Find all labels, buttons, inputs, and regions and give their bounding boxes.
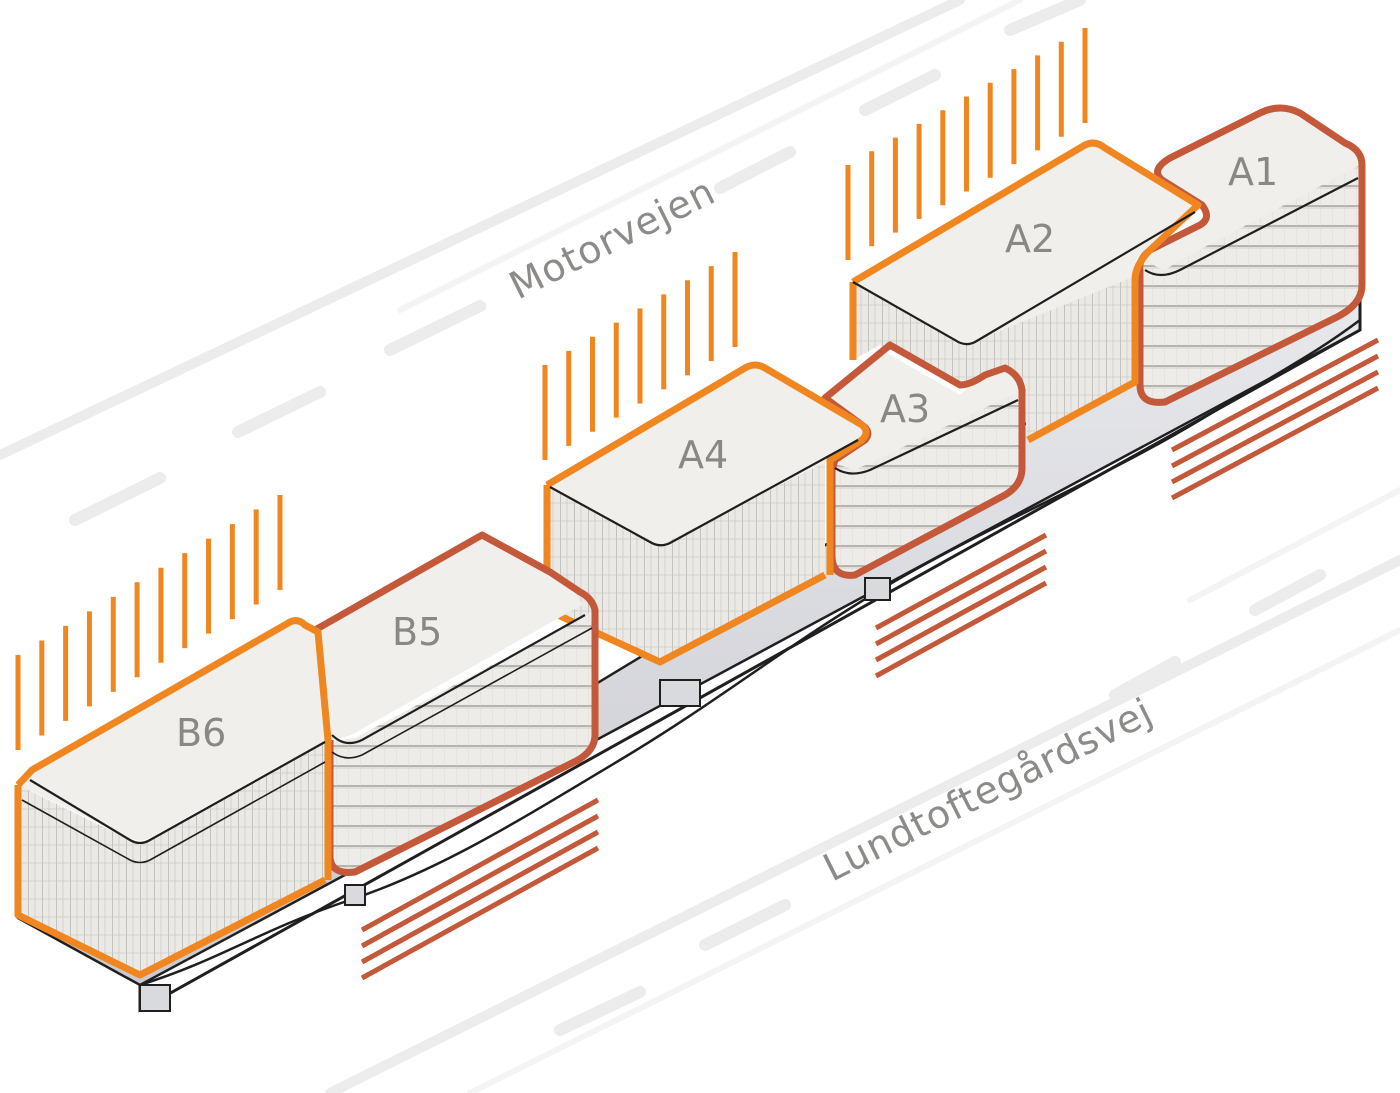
- A4-roof-edge: [549, 439, 859, 547]
- B6-roof-edge-2: [21, 761, 326, 864]
- A1-side-facade: [1140, 155, 1362, 403]
- building-B6[interactable]: B6: [14, 617, 332, 979]
- A3-side-facade: [832, 390, 1022, 576]
- road-edge-north-2: [397, 0, 1023, 313]
- road-dash: [1109, 656, 1181, 701]
- road-dash: [699, 899, 791, 951]
- road-dash: [384, 300, 486, 356]
- A3-roof-edge: [834, 399, 1019, 475]
- A1-label: A1: [1228, 150, 1278, 194]
- B6-roof: [18, 620, 325, 841]
- road-dash: [554, 986, 646, 1036]
- south-frontage-lines: [360, 337, 1380, 981]
- south-frontage-line: [360, 829, 600, 965]
- B5-roof-edge-2: [331, 627, 593, 759]
- road-dash: [69, 472, 166, 526]
- road-label-lundtoftegardsvej: Lundtoftegårdsvej: [816, 689, 1159, 890]
- south-frontage-line: [1170, 353, 1380, 469]
- A4-label: A4: [678, 433, 728, 477]
- B6-roof-edge: [29, 741, 326, 845]
- A2-label: A2: [1005, 217, 1055, 261]
- building-A1[interactable]: A1: [1136, 104, 1366, 406]
- A1-roof-edge: [1144, 177, 1359, 277]
- south-frontage-line: [1170, 385, 1380, 501]
- A2-roof: [853, 143, 1200, 345]
- building-B5[interactable]: B5: [311, 531, 599, 876]
- podium-column: [864, 577, 891, 601]
- A3-label: A3: [880, 387, 930, 431]
- south-frontage-line: [360, 797, 600, 933]
- B5-outline: [311, 531, 599, 876]
- A4-outline: [543, 361, 870, 666]
- A2-outline: [849, 139, 1202, 444]
- A4-roof: [547, 365, 866, 545]
- south-frontage-line: [360, 813, 600, 949]
- A1-roof: [1147, 110, 1362, 270]
- north-frontage-hatching: [15, 28, 1088, 750]
- south-frontage-line: [360, 845, 600, 981]
- podium-column: [659, 679, 701, 707]
- south-frontage-line: [1170, 337, 1380, 453]
- A4-front-facade: [547, 462, 825, 662]
- south-frontage-line: [874, 548, 1048, 647]
- B6-outline: [14, 617, 332, 979]
- building-A4[interactable]: A4: [543, 361, 870, 666]
- building-A2[interactable]: A2: [849, 139, 1202, 444]
- road-edge-south: [325, 555, 1400, 1093]
- A2-front-facade: [853, 265, 1135, 440]
- B5-side-facade: [330, 610, 595, 873]
- B6-label: B6: [176, 711, 226, 755]
- B5-roof: [318, 535, 582, 739]
- road-dash: [1004, 0, 1086, 36]
- podium-column: [139, 984, 171, 1012]
- road-edge-north: [0, 0, 965, 460]
- B5-label: B5: [392, 610, 442, 654]
- road-dash: [232, 386, 326, 438]
- south-frontage-line: [874, 580, 1048, 679]
- A1-outline: [1136, 104, 1366, 406]
- A3-roof: [825, 352, 1022, 470]
- A2-roof-edge: [852, 211, 1196, 346]
- road-dash: [1249, 569, 1326, 616]
- road-dash: [859, 69, 941, 116]
- south-frontage-line: [874, 564, 1048, 663]
- building-A3[interactable]: A3: [821, 341, 1026, 579]
- south-frontage-line: [874, 532, 1048, 631]
- road-edge-south-3: [1187, 487, 1400, 603]
- podium-column: [344, 884, 366, 906]
- south-frontage-line: [1170, 369, 1380, 485]
- road-edge-south-2: [467, 627, 1400, 1093]
- road-dash: [714, 146, 796, 194]
- B5-roof-edge: [331, 614, 586, 745]
